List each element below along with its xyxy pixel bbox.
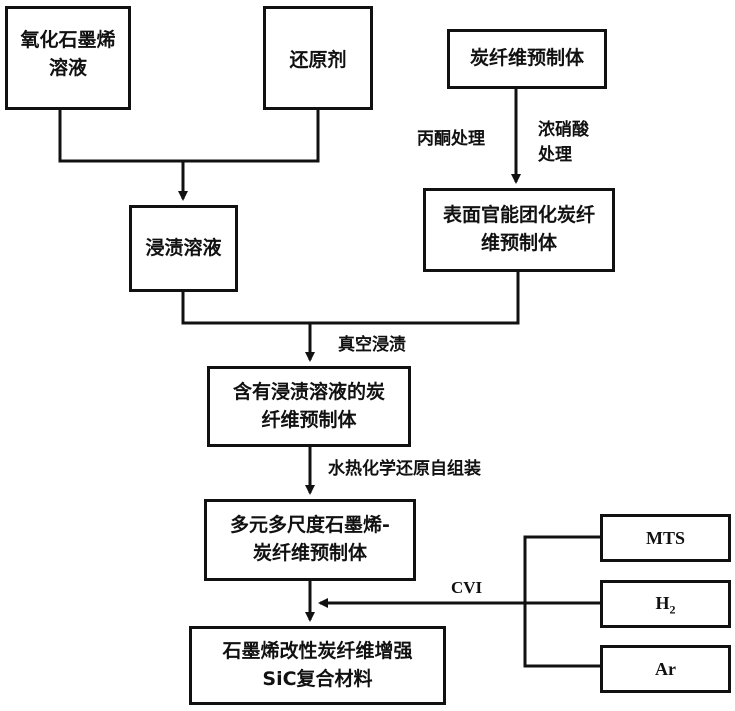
impregnated-preform-label: 含有浸渍溶液的炭 纤维预制体: [233, 379, 385, 434]
functionalized-preform-label: 表面官能团化炭纤 维预制体: [443, 202, 595, 257]
hydrothermal-reduction-label: 水热化学还原自组装: [328, 458, 481, 480]
nitric-acid-treatment-label: 浓硝酸 处理: [538, 118, 589, 167]
h2-gas-box: H2: [600, 580, 731, 628]
graphene-oxide-solution-box: 氧化石墨烯 溶液: [5, 6, 131, 110]
final-composite-box: 石墨烯改性炭纤维增强 SiC复合材料: [189, 626, 446, 705]
multiscale-preform-box: 多元多尺度石墨烯- 炭纤维预制体: [204, 499, 416, 581]
h2-label: H2: [655, 590, 675, 619]
carbon-fiber-preform-box: 炭纤维预制体: [447, 29, 607, 89]
impregnation-solution-box: 浸渍溶液: [129, 205, 238, 292]
carbon-fiber-preform-label: 炭纤维预制体: [470, 45, 584, 73]
reducing-agent-box: 还原剂: [263, 6, 373, 110]
vacuum-impregnation-label: 真空浸渍: [338, 334, 406, 356]
functionalized-preform-box: 表面官能团化炭纤 维预制体: [423, 188, 615, 272]
acetone-treatment-label: 丙酮处理: [417, 128, 485, 150]
final-composite-label: 石墨烯改性炭纤维增强 SiC复合材料: [222, 638, 412, 693]
mts-gas-box: MTS: [600, 514, 731, 562]
reducing-agent-label: 还原剂: [289, 47, 346, 75]
ar-gas-box: Ar: [600, 645, 731, 693]
cvi-label: CVI: [451, 577, 482, 599]
mts-label: MTS: [646, 525, 685, 551]
impregnated-preform-box: 含有浸渍溶液的炭 纤维预制体: [207, 366, 411, 447]
multiscale-preform-label: 多元多尺度石墨烯- 炭纤维预制体: [230, 512, 390, 567]
graphene-oxide-label: 氧化石墨烯 溶液: [20, 27, 115, 82]
impregnation-solution-label: 浸渍溶液: [145, 235, 221, 263]
ar-label: Ar: [655, 656, 676, 682]
